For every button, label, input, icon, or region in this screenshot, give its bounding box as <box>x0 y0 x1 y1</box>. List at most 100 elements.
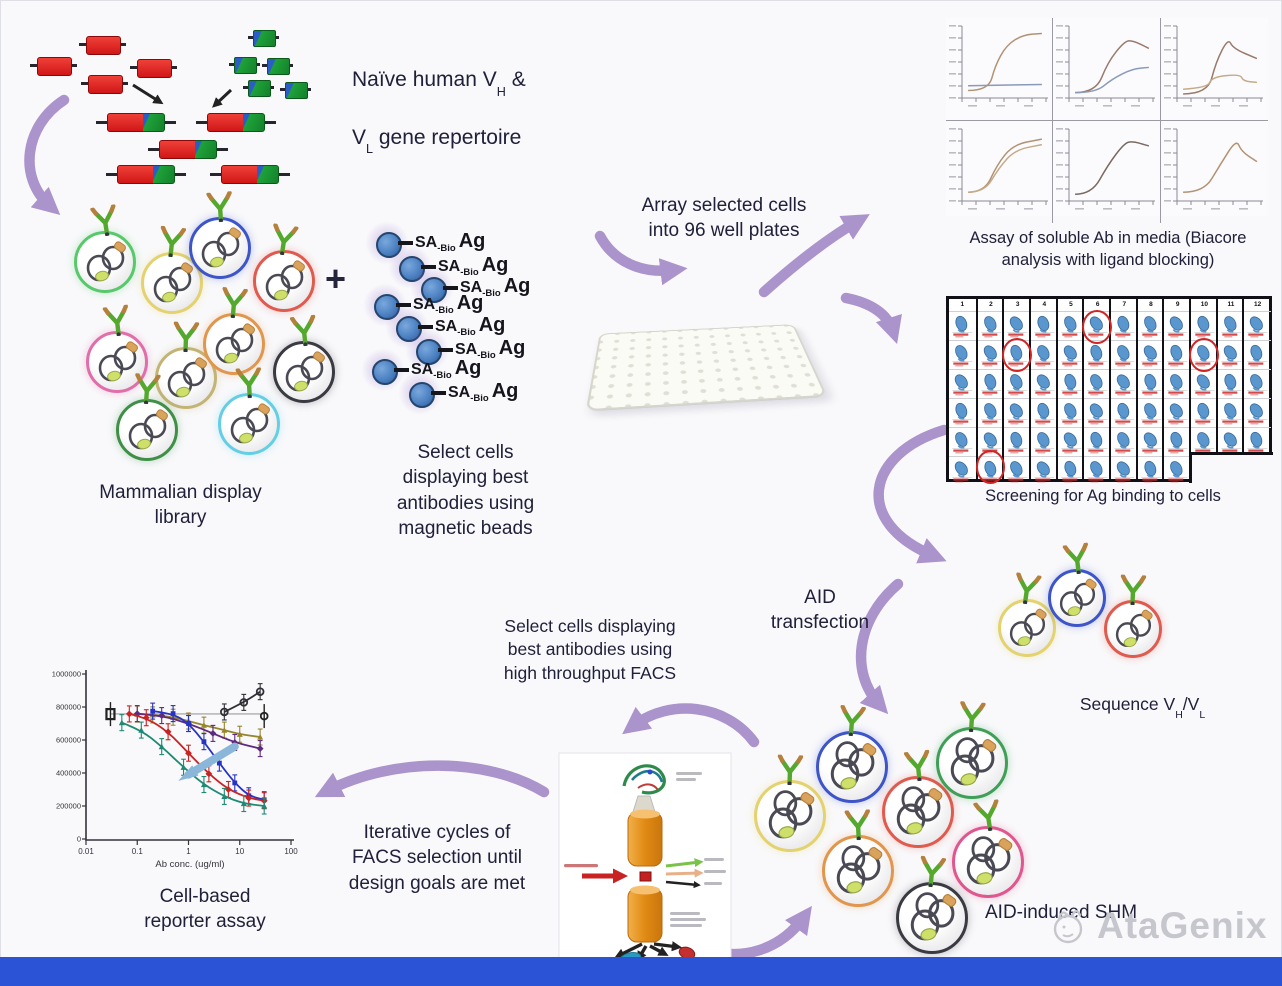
display-cell <box>189 190 251 279</box>
bead-label-bio: -Bio <box>435 305 454 316</box>
flow-plot-cell <box>1137 456 1165 485</box>
bead-label-sa: SA <box>438 258 461 275</box>
sensorgram-plot <box>949 25 1048 107</box>
flow-plot <box>1167 374 1188 396</box>
combined-vl-segment <box>153 165 175 184</box>
y-tick-label: 1000000 <box>52 670 81 679</box>
flow-plot-cell <box>1084 398 1111 427</box>
combined-vh-segment <box>107 113 145 132</box>
aid-construct-inset <box>558 752 732 971</box>
display-cell <box>218 367 280 455</box>
bead-label-sa: SA <box>415 234 438 251</box>
grid-column-number: 4 <box>1042 301 1047 308</box>
flow-plot-cell <box>1031 427 1058 456</box>
grid-column-number: 10 <box>1200 301 1208 308</box>
flow-plot-cell <box>1084 456 1111 485</box>
flow-arrow <box>622 703 760 748</box>
flow-plot <box>1140 373 1161 396</box>
bead-linker <box>396 303 411 307</box>
flow-arrow <box>594 230 688 286</box>
vl-gene-segment <box>234 57 257 74</box>
magnetic-bead <box>409 382 435 408</box>
recombine-arrow <box>212 88 233 108</box>
bead-linker <box>418 325 433 329</box>
flow-plot <box>1140 316 1161 338</box>
combined-vh-segment <box>221 165 259 184</box>
flow-plot-cell <box>949 340 976 369</box>
bead-label-bio: -Bio <box>460 267 479 278</box>
flow-plot-cell <box>1084 340 1111 369</box>
sensorgram-thumb <box>946 18 1054 121</box>
flow-plot-cell <box>977 311 1005 340</box>
flow-plot-cell <box>1137 369 1165 398</box>
sensorgram-curve <box>968 143 1043 193</box>
flow-plot <box>1220 432 1241 454</box>
flow-plot <box>1007 461 1028 483</box>
cell-plasmids <box>768 790 815 839</box>
magnetic-bead <box>376 232 402 258</box>
display-cell <box>116 372 178 461</box>
grid-column-number: 8 <box>1149 301 1153 308</box>
flow-plot-cell <box>1191 427 1218 456</box>
flow-arrow <box>314 760 550 798</box>
y-tick-label: 0 <box>77 835 81 844</box>
antibody-icon <box>973 798 999 833</box>
grid-column-number: 3 <box>1015 301 1020 308</box>
sensorgram-plot <box>1163 128 1263 210</box>
flow-plot-cell <box>1137 427 1165 456</box>
atagenix-logo-icon <box>1053 910 1083 944</box>
caption-sub: H <box>1175 709 1183 722</box>
flow-plot <box>1247 316 1268 338</box>
flow-plot <box>1060 316 1081 338</box>
flow-plot-cell <box>949 398 976 427</box>
bead-label-bio: -Bio <box>437 243 456 254</box>
magnetic-bead <box>416 339 442 365</box>
combined-vl-segment <box>195 140 217 159</box>
sensorgram-plot <box>1056 128 1156 210</box>
construct-svg <box>558 752 732 966</box>
bead-label-bio: -Bio <box>433 370 452 381</box>
display-cell <box>896 855 968 954</box>
flow-plot <box>1140 432 1161 454</box>
flow-plot-cell <box>1137 311 1165 340</box>
flow-plot-cell <box>1084 427 1111 456</box>
flow-plot-cell <box>1031 398 1058 427</box>
orf-cylinder <box>627 887 663 943</box>
antibody-icon <box>1120 574 1147 606</box>
flow-plot <box>1220 316 1241 338</box>
vh-gene-segment <box>37 57 72 76</box>
flow-plot-cell <box>1164 311 1191 340</box>
flow-plot <box>952 374 973 396</box>
flow-plot <box>980 316 1001 338</box>
magnetic-beads-caption: Select cells displaying best antibodies … <box>396 442 535 539</box>
chart-series <box>137 712 261 750</box>
chart-series <box>152 710 265 801</box>
display-cell <box>1104 574 1162 658</box>
x-tick-label: 100 <box>284 847 298 856</box>
vl-gene-segment <box>267 58 290 75</box>
grid-column: 5 <box>1055 299 1085 483</box>
antibody-icon <box>160 225 187 259</box>
sequence-caption: Sequence VH/VL <box>1030 670 1255 722</box>
bead-label-bio: -Bio <box>482 288 501 299</box>
flow-plot-cell <box>1111 427 1138 456</box>
antibody-icon <box>844 809 870 841</box>
sensorgram-curve <box>1182 41 1257 95</box>
flow-plot-cell <box>1031 311 1058 340</box>
bead-label-ag: Ag <box>503 275 531 297</box>
flow-plot-cell <box>1244 398 1271 427</box>
caption-sub: H <box>496 84 506 99</box>
hit-highlight-circle <box>1082 310 1112 344</box>
combined-vh-segment <box>117 165 155 184</box>
antibody-icon <box>273 223 299 257</box>
bead-label-sa: SA <box>435 318 458 335</box>
bead-linker <box>431 391 446 395</box>
combined-vh-segment <box>159 140 197 159</box>
naive-repertoire-caption: Naïve human VH & VL gene repertoire <box>352 38 622 156</box>
biacore-caption: Assay of soluble Ab in media (Biacore an… <box>969 229 1247 269</box>
cell-plasmids <box>167 357 207 398</box>
display-cell <box>816 704 888 803</box>
